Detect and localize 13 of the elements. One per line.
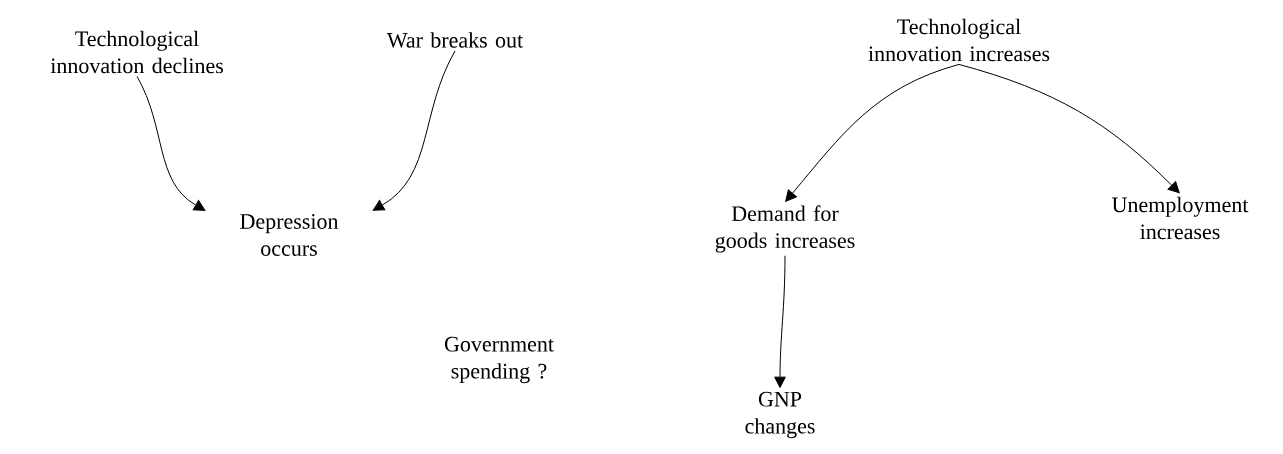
node-text: Technological innovation increases [868, 18, 1050, 62]
arrow [136, 75, 206, 211]
arrow [774, 255, 786, 388]
node-text: Unemployment increases [1112, 196, 1249, 240]
node-text: Technological innovation declines [50, 30, 223, 74]
node-text: Depression occurs [240, 214, 339, 256]
arrow [958, 63, 1180, 194]
node-text: Demand for goods increases [715, 205, 855, 253]
node-text: GNP changes [745, 391, 815, 439]
arrow [785, 63, 960, 202]
arrow [372, 50, 456, 211]
note-text: Government spending ? [444, 336, 554, 384]
node-text: War breaks out [386, 32, 524, 48]
